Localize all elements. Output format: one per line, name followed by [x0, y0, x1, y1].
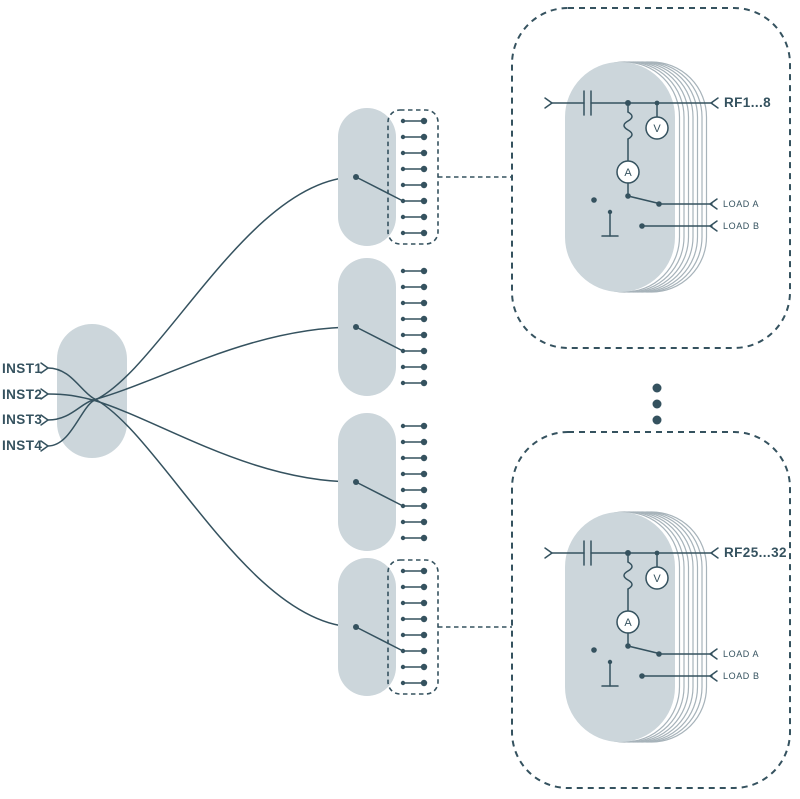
input-label-inst4: INST4 [2, 438, 42, 453]
mux-selector [355, 326, 404, 352]
detail-module-top: RF1...8 V A LOAD A LOAD B [511, 7, 791, 349]
mux-block-2 [338, 258, 428, 396]
contact-array-1 [400, 117, 428, 237]
mux-body [338, 413, 396, 551]
route-inst3 [47, 326, 357, 421]
input-label-inst1: INST1 [2, 361, 42, 376]
mux-selector [355, 176, 404, 202]
detail-box-outline-top [511, 7, 791, 349]
ammeter-label-top: A [624, 167, 632, 179]
voltmeter-label-bottom: V [653, 573, 661, 585]
rf-ports-label-top: RF1...8 [724, 95, 771, 110]
mux-block-3 [338, 413, 428, 551]
mux-selector [355, 481, 404, 507]
load-b-label-top: LOAD B [723, 221, 760, 231]
mux-body [338, 258, 396, 396]
route-inst4 [47, 176, 357, 447]
mux-body [338, 558, 396, 696]
voltmeter-label-top: V [653, 123, 661, 135]
contact-array-4 [400, 567, 428, 687]
route-inst2 [47, 393, 357, 483]
mux-body [338, 108, 396, 246]
instrument-input-block: INST1 INST2 INST3 INST4 [2, 176, 357, 628]
mux-block-4 [338, 558, 439, 696]
load-a-label-top: LOAD A [723, 199, 759, 209]
mux-block-1 [338, 108, 439, 246]
mux-selector [355, 626, 404, 652]
contact-array-3 [400, 422, 428, 542]
ammeter-label-bottom: A [624, 617, 632, 629]
detail-module-bottom: RF25...32 V A LOAD A LOAD B [511, 431, 791, 789]
input-label-inst2: INST2 [2, 387, 42, 402]
route-inst1 [47, 367, 357, 628]
rf-ports-label-bottom: RF25...32 [724, 545, 787, 560]
input-block-body [57, 324, 127, 458]
input-label-inst3: INST3 [2, 412, 42, 427]
detail-box-outline-bottom [511, 431, 791, 789]
load-b-label-bottom: LOAD B [723, 671, 760, 681]
load-a-label-bottom: LOAD A [723, 649, 759, 659]
ellipsis-dots [652, 383, 662, 425]
contact-array-2 [400, 267, 428, 387]
